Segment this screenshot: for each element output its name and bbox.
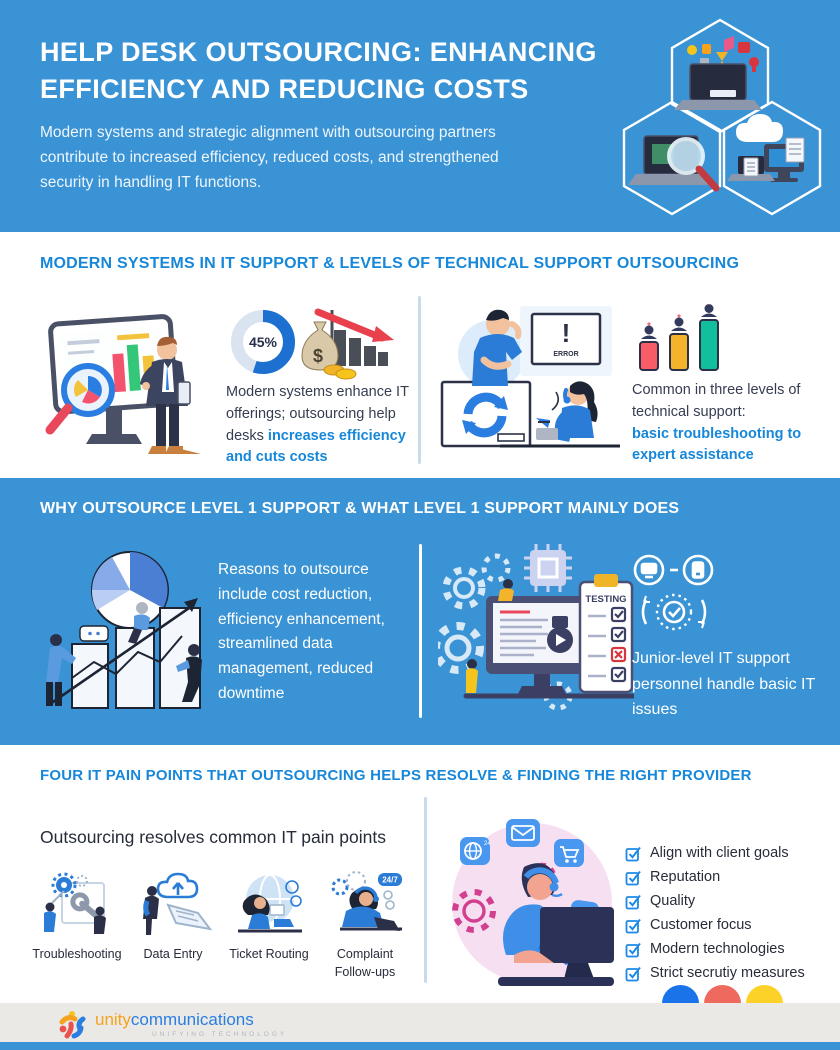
unity-logo-mark-icon <box>59 1011 86 1039</box>
ticket-routing-icon <box>238 874 302 933</box>
checklist-item: Quality <box>625 891 837 911</box>
pain-point-complaint-followups: 24/7 Complaint Follow-ups <box>324 871 406 981</box>
device-sync-icons <box>633 554 714 631</box>
presenter-chart-illustration <box>45 314 201 454</box>
logo-text-unity: unity <box>95 1010 131 1029</box>
testing-monitor-illustration: TESTING <box>438 544 634 710</box>
section-pain-points: FOUR IT PAIN POINTS THAT OUTSOURCING HEL… <box>0 745 840 1003</box>
section1-heading: MODERN SYSTEMS IN IT SUPPORT & LEVELS OF… <box>40 255 740 272</box>
checkbox-icon <box>625 966 641 981</box>
footer-band: unitycommunications UNIFYING TECHNOLOGY <box>0 1003 840 1042</box>
section-modern-systems: MODERN SYSTEMS IN IT SUPPORT & LEVELS OF… <box>0 232 840 478</box>
pain-point-ticket-routing: Ticket Routing <box>228 871 310 981</box>
header-band: HELP DESK OUTSOURCING: ENHANCING EFFICIE… <box>0 0 840 232</box>
svg-text:!: ! <box>562 318 571 348</box>
page-title: HELP DESK OUTSOURCING: ENHANCING EFFICIE… <box>40 37 597 105</box>
checklist-item: Reputation <box>625 867 837 887</box>
data-entry-icon <box>143 872 212 935</box>
checkbox-icon <box>625 894 641 909</box>
section2-divider <box>419 544 422 718</box>
section2-left-text: Reasons to outsource include cost reduct… <box>218 561 385 702</box>
checklist-item: Customer focus <box>625 915 837 935</box>
checkbox-icon <box>625 870 641 885</box>
section3-subheading: Outsourcing resolves common IT pain poin… <box>40 827 386 847</box>
stat-45-percent-graphic: 45% $ <box>231 308 394 380</box>
error-support-illustration: ! ERROR <box>440 306 620 448</box>
chip-icon <box>524 544 572 592</box>
unity-communications-logo: unitycommunications UNIFYING TECHNOLOGY <box>58 1009 287 1039</box>
presenter-figure <box>140 336 201 454</box>
laptop-apps-icon <box>674 36 762 110</box>
testing-clipboard: TESTING <box>578 574 634 694</box>
support-levels-bars-icon <box>639 304 719 371</box>
pain-points-row: Troubleshooting Data Entry <box>32 871 418 981</box>
pain-point-label: Data Entry <box>143 947 203 961</box>
troubleshooting-icon <box>44 872 106 934</box>
logo-tagline: UNIFYING TECHNOLOGY <box>152 1031 288 1038</box>
svg-text:TESTING: TESTING <box>585 594 626 605</box>
section1-left-text: Modern systems enhance IT offerings; out… <box>226 384 409 466</box>
pain-point-troubleshooting: Troubleshooting <box>32 871 122 981</box>
section3-heading: FOUR IT PAIN POINTS THAT OUTSOURCING HEL… <box>40 767 752 784</box>
checklist-item: Modern technologies <box>625 939 837 959</box>
section-why-outsource: WHY OUTSOURCE LEVEL 1 SUPPORT & WHAT LEV… <box>0 478 840 745</box>
laptop-magnifier-icon <box>628 135 720 192</box>
provider-checklist: Align with client goals Reputation Quali… <box>625 843 837 987</box>
growth-charts-illustration <box>46 551 202 709</box>
tiny-figures <box>466 579 514 693</box>
cloud-devices-icon <box>727 114 805 182</box>
svg-text:ERROR: ERROR <box>553 351 578 358</box>
section2-right-text: Junior-level IT support personnel handle… <box>632 650 815 719</box>
svg-text:45%: 45% <box>249 334 278 350</box>
svg-text:$: $ <box>313 346 323 366</box>
agent-computer-illustration: 24 <box>452 819 614 986</box>
page-subtitle: Modern systems and strategic alignment w… <box>40 124 499 192</box>
svg-text:24: 24 <box>484 841 491 847</box>
computer-monitor <box>498 907 614 986</box>
confused-man-figure <box>472 309 522 386</box>
svg-text:24/7: 24/7 <box>382 876 398 885</box>
logo-text-communications: communications <box>130 1010 254 1029</box>
pain-point-label: Troubleshooting <box>32 947 122 961</box>
checkbox-icon <box>625 918 641 933</box>
figure-on-bars <box>128 602 150 644</box>
hexagon-illustrations <box>622 18 822 216</box>
checkbox-icon <box>625 942 641 957</box>
figure-climbing <box>176 644 202 702</box>
section1-right-text: Common in three levels of technical supp… <box>632 382 802 464</box>
checkbox-icon <box>625 846 641 861</box>
section1-divider <box>418 296 421 464</box>
figure-pushing <box>46 634 76 706</box>
checklist-item: Align with client goals <box>625 843 837 863</box>
complaint-followups-icon: 24/7 <box>331 871 402 931</box>
pain-point-label: Complaint Follow-ups <box>334 947 396 980</box>
section3-divider <box>424 797 427 983</box>
support-agent-figure <box>554 381 598 442</box>
bottom-accent-bar <box>0 1042 840 1050</box>
pain-point-data-entry: Data Entry <box>132 871 214 981</box>
pain-point-label: Ticket Routing <box>229 947 309 961</box>
checklist-item: Strict secrutiy measures <box>625 963 837 983</box>
section2-heading: WHY OUTSOURCE LEVEL 1 SUPPORT & WHAT LEV… <box>40 500 680 517</box>
